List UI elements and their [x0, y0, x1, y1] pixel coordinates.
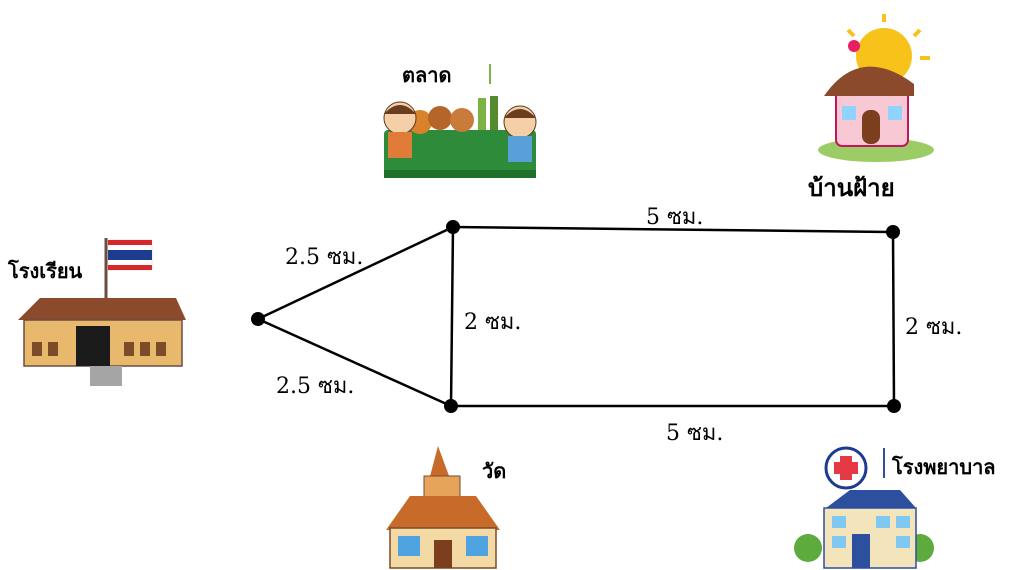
edge-label-top: 5 ซม.: [646, 205, 703, 230]
red-cross-icon: [834, 456, 858, 480]
edge-label-bottom: 5 ซม.: [666, 421, 723, 446]
place-label-market: ตลาด: [402, 63, 451, 87]
temple-illustration: [386, 446, 500, 569]
edge-school-market: [257, 225, 454, 321]
school-illustration: [18, 238, 186, 386]
edge-label-upper-left: 2.5 ซม.: [285, 245, 363, 270]
node-temple: [444, 399, 458, 413]
node-hospital: [887, 399, 901, 413]
place-label-hospital: โรงพยาบาล: [891, 455, 996, 479]
edge-market-home: [452, 225, 894, 234]
thai-flag-icon: [107, 239, 153, 271]
place-label-school: โรงเรียน: [7, 259, 83, 283]
edge-label-lower-left: 2.5 ซม.: [276, 374, 354, 399]
place-label-home: บ้านฝ้าย: [808, 174, 895, 202]
edge-label-right: 2 ซม.: [905, 315, 962, 340]
home-illustration: [818, 14, 934, 162]
edge-school-temple: [257, 317, 452, 408]
hospital-illustration: [794, 446, 934, 569]
node-home: [886, 225, 900, 239]
node-school: [251, 312, 265, 326]
place-label-temple: วัด: [482, 459, 506, 483]
edge-market-temple: [449, 226, 455, 407]
edge-home-hospital: [891, 231, 896, 407]
edge-label-middle: 2 ซม.: [464, 310, 521, 335]
market-illustration: [383, 96, 537, 178]
node-market: [446, 220, 460, 234]
